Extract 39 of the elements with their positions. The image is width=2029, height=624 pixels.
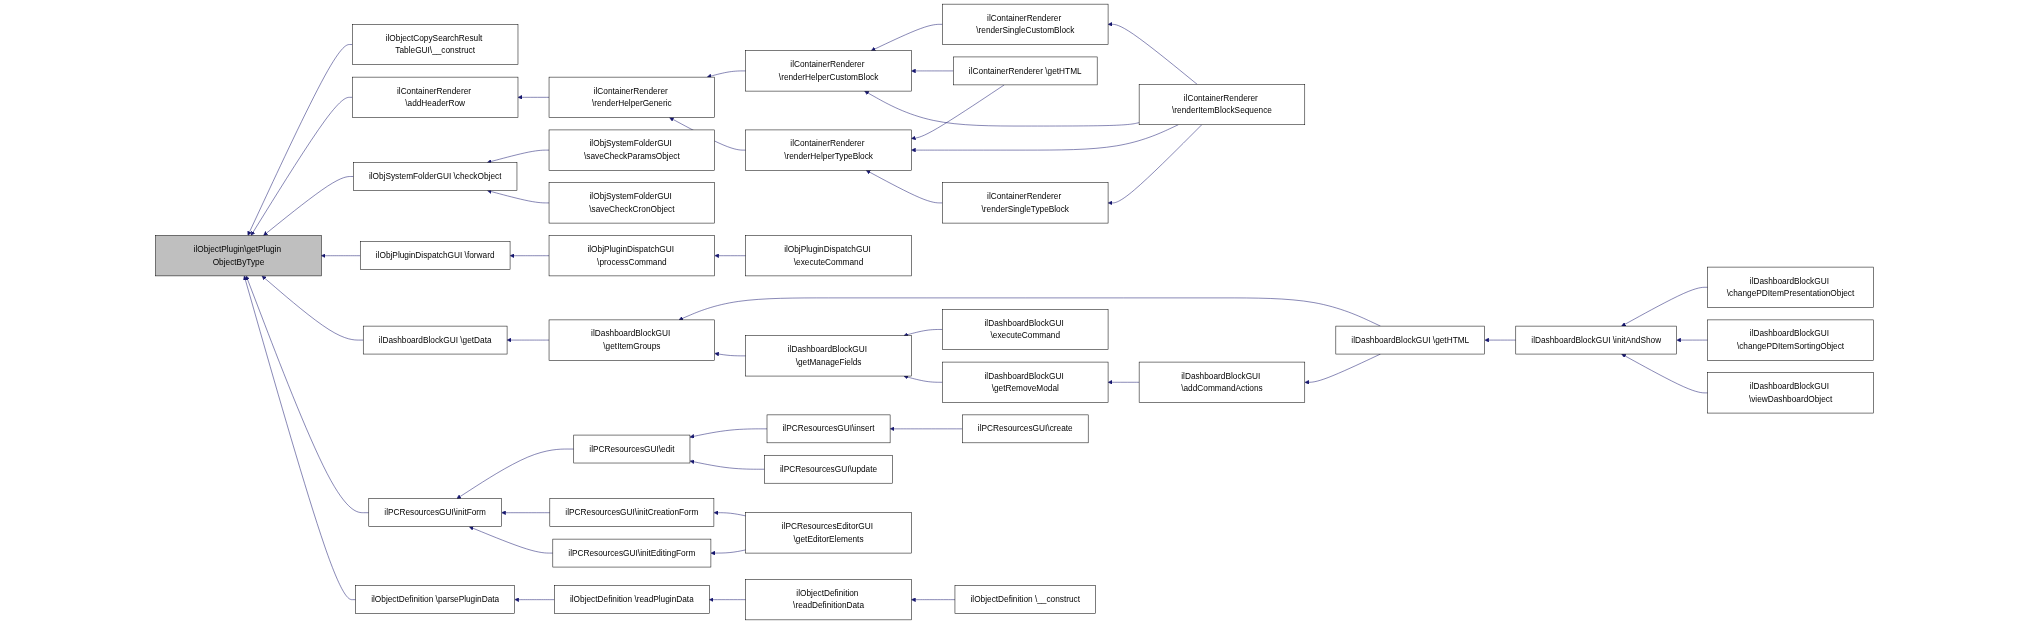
node-box: ilObjectDefinition \parsePluginData: [355, 585, 515, 614]
node-box: ilObjPluginDispatchGUI \executeCommand: [745, 235, 912, 277]
node-box: ilDashboardBlockGUI \getItemGroups: [548, 319, 715, 361]
node-box: ilObjectPlugin\getPlugin ObjectByType: [155, 235, 322, 277]
node-box: ilPCResourcesGUI\insert: [766, 414, 891, 444]
node-box: ilDashboardBlockGUI \getData: [363, 325, 508, 355]
node-box: ilPCResourcesGUI\create: [962, 414, 1089, 444]
node-box: ilContainerRenderer \renderItemBlockSequence: [1138, 84, 1306, 125]
node-box: ilDashboardBlockGUI \changePDItemSortingObject: [1707, 319, 1874, 361]
node-box: ilObjPluginDispatchGUI \forward: [360, 241, 511, 270]
node-box: ilDashboardBlockGUI \changePDItemPresentationObject: [1707, 266, 1874, 308]
node-box: ilContainerRenderer \renderSingleTypeBlock: [942, 182, 1109, 224]
node-box: ilObjectDefinition \readDefinitionData: [745, 579, 912, 621]
node-box: ilContainerRenderer \renderHelperCustomBlock: [745, 50, 912, 92]
node-box: ilPCResourcesGUI\update: [764, 455, 893, 484]
node-box: ilPCResourcesGUI\initEditingForm: [552, 538, 712, 568]
node-box: ilObjectDefinition \__construct: [954, 585, 1096, 614]
node-box: ilObjSystemFolderGUI \checkObject: [353, 162, 518, 191]
node-box: ilContainerRenderer \addHeaderRow: [352, 76, 519, 118]
node-box: ilDashboardBlockGUI \viewDashboardObject: [1707, 372, 1874, 414]
node-box: ilObjSystemFolderGUI \saveCheckCronObject: [548, 182, 715, 224]
node-box: ilPCResourcesGUI\initForm: [368, 498, 502, 527]
node-box: ilObjectDefinition \readPluginData: [554, 585, 710, 614]
node-box: ilPCResourcesEditorGUI \getEditorElements: [745, 512, 912, 554]
node-box: ilDashboardBlockGUI \initAndShow: [1515, 325, 1677, 355]
node-box: ilDashboardBlockGUI \getRemoveModal: [942, 361, 1109, 403]
node-box: ilDashboardBlockGUI \getHTML: [1335, 325, 1485, 355]
node-box: ilDashboardBlockGUI \executeCommand: [942, 309, 1109, 350]
node-box: ilObjectCopySearchResult TableGUI\__construct: [352, 24, 519, 65]
node-box: ilContainerRenderer \renderHelperGeneric: [548, 76, 715, 118]
node-box: ilPCResourcesGUI\edit: [573, 434, 691, 464]
node-box: ilPCResourcesGUI\initCreationForm: [549, 498, 715, 527]
node-box: ilDashboardBlockGUI \addCommandActions: [1138, 361, 1306, 403]
node-box: ilContainerRenderer \renderSingleCustomBlock: [942, 3, 1109, 45]
node-box: ilObjPluginDispatchGUI \processCommand: [548, 235, 715, 277]
node-box: ilContainerRenderer \getHTML: [953, 56, 1098, 86]
node-box: ilContainerRenderer \renderHelperTypeBlock: [745, 129, 912, 171]
node-box: ilDashboardBlockGUI \getManageFields: [745, 335, 912, 377]
node-box: ilObjSystemFolderGUI \saveCheckParamsObject: [548, 129, 715, 171]
